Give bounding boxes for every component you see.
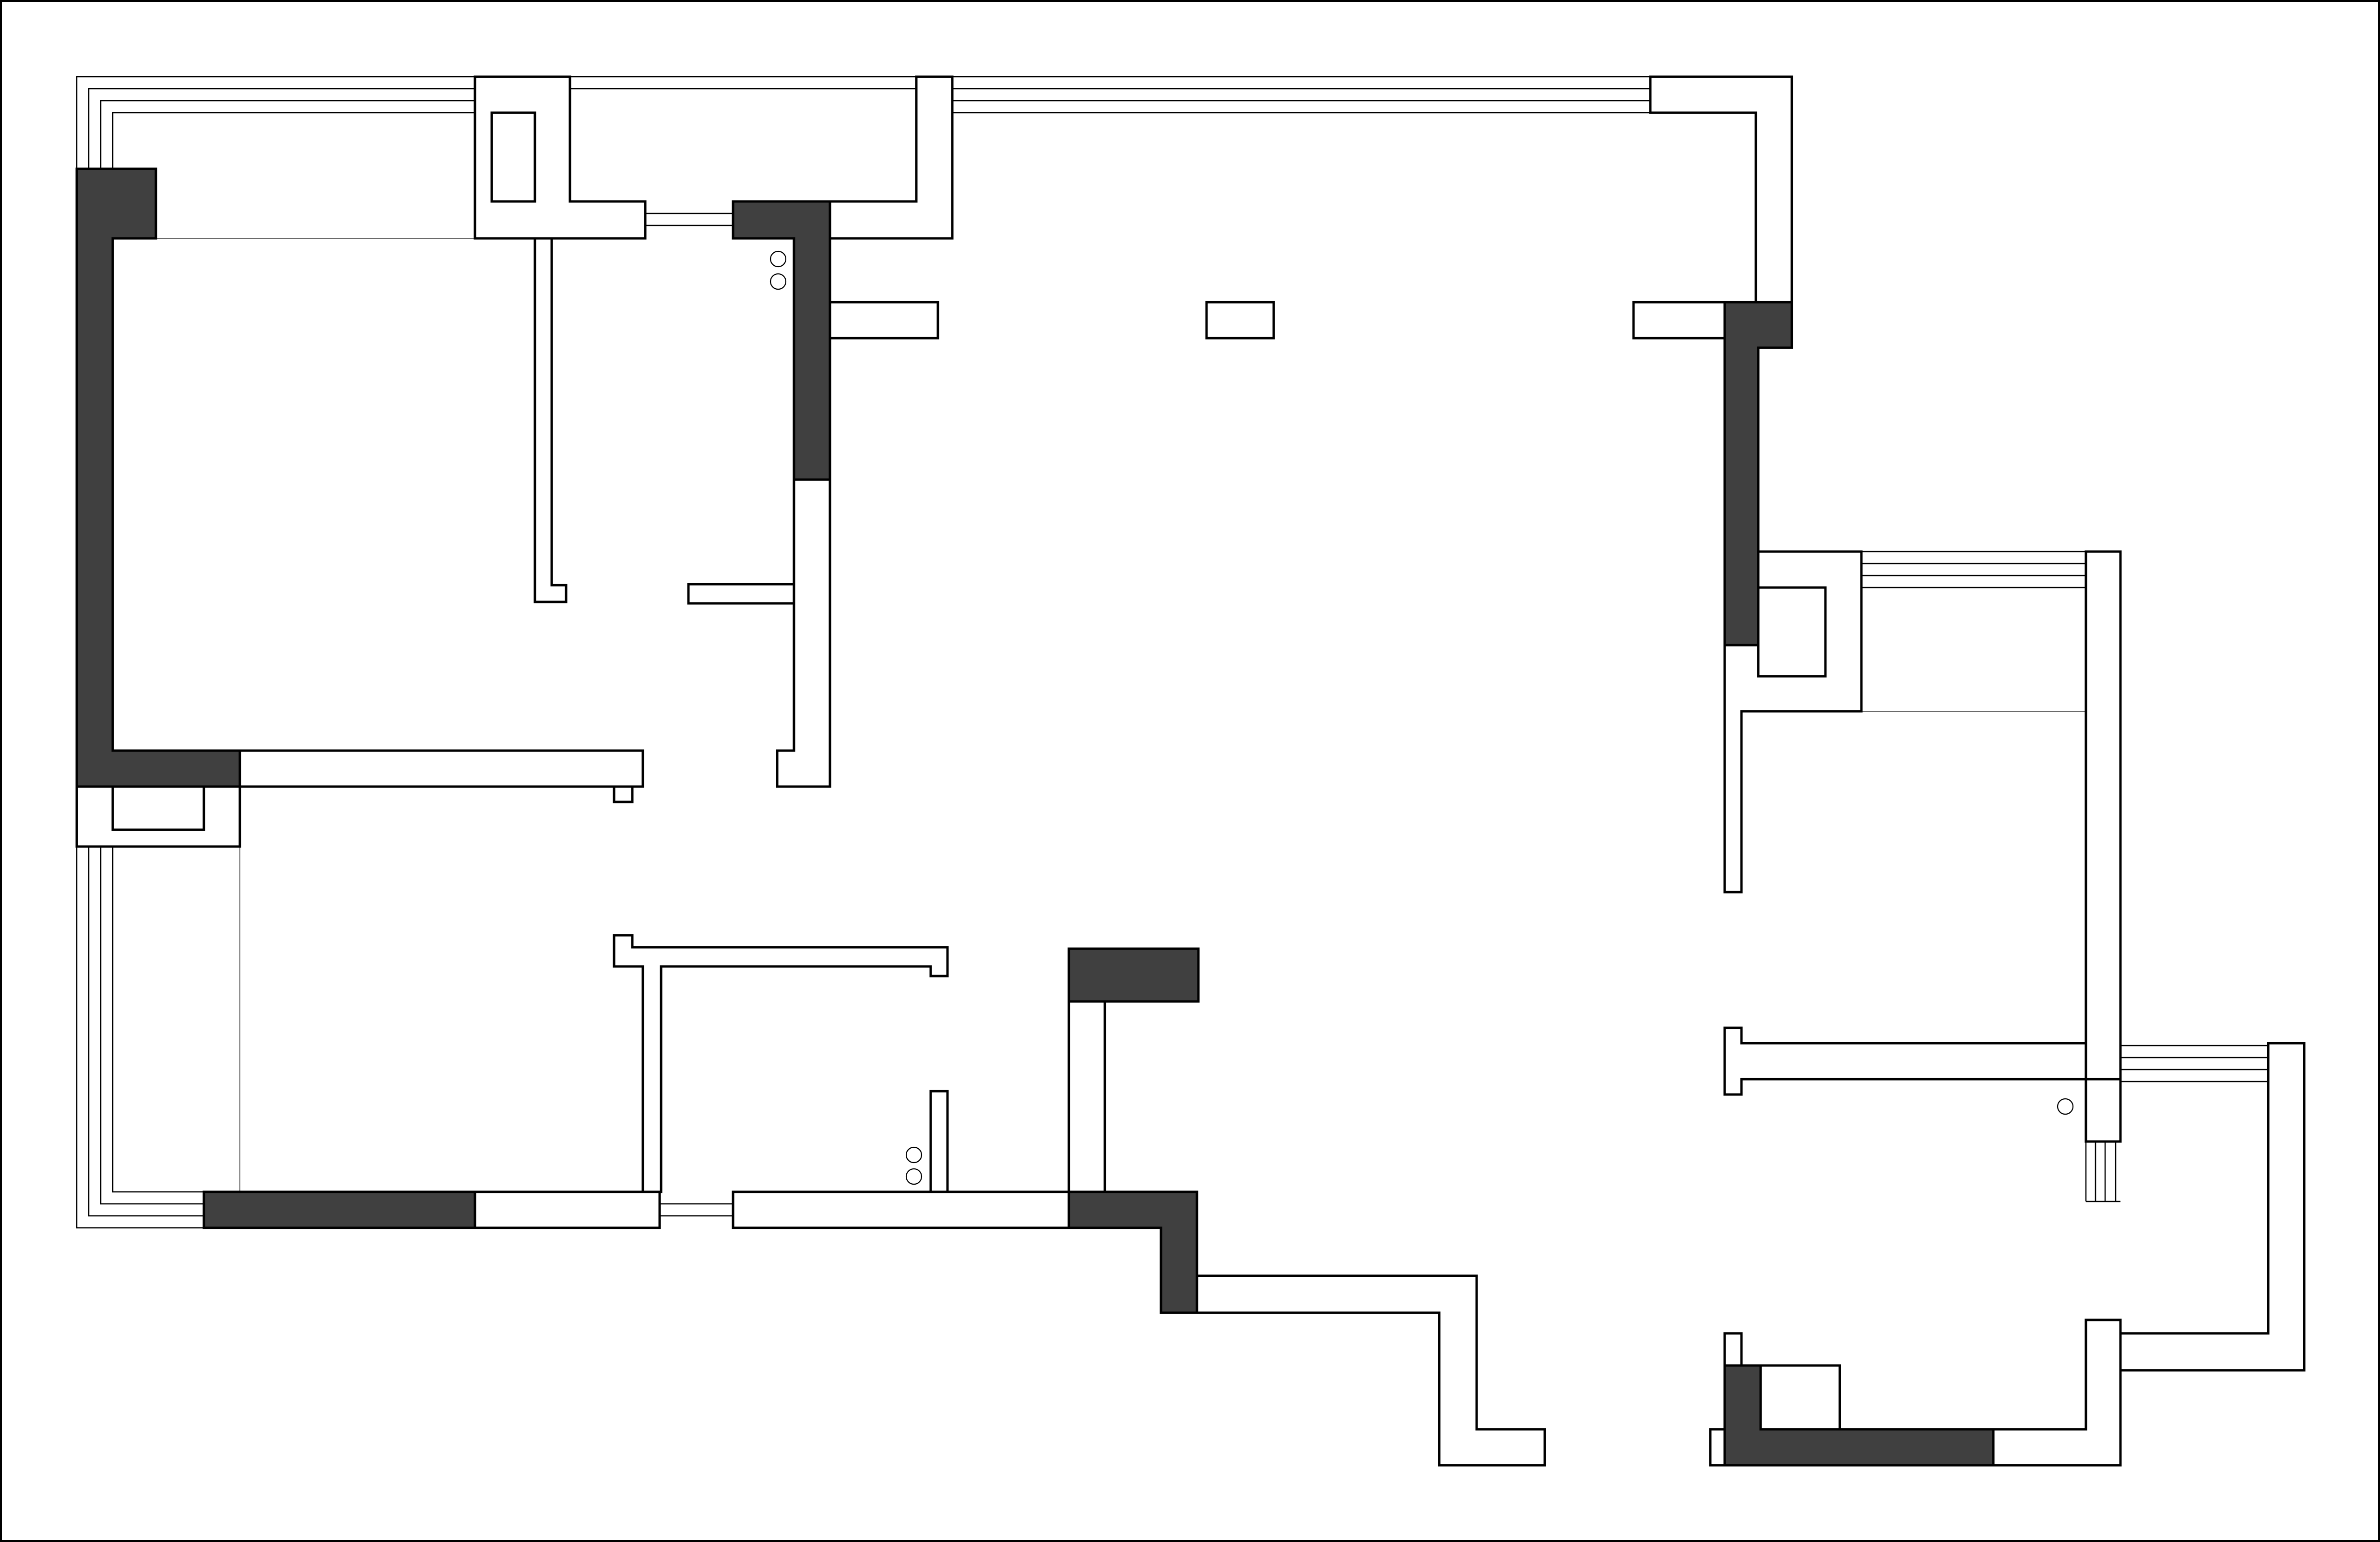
- pipe-icon: [905, 1168, 923, 1185]
- wall-nib-3: [1632, 301, 1726, 340]
- wall-nib-1: [829, 301, 939, 340]
- wall-bottom-2: [732, 1190, 1070, 1229]
- struct-center-block: [1067, 947, 1200, 1003]
- pipe-icon: [770, 273, 787, 290]
- window-top-small: [645, 212, 733, 226]
- struct-bottom-left: [202, 1190, 476, 1229]
- windows: [76, 76, 2268, 1229]
- wall-horizontal-left: [238, 749, 644, 788]
- closet-box: [490, 111, 536, 203]
- wall-inner-stub: [929, 1090, 949, 1193]
- thin-lines: [156, 238, 2086, 1192]
- struct-top-middle: [732, 200, 831, 481]
- pipe-icon: [770, 250, 787, 268]
- window-top-middle: [570, 76, 916, 90]
- struct-bottom-right: [1723, 1364, 1995, 1467]
- window-bottom-left: [76, 847, 204, 1229]
- wall-stepped: [1196, 1274, 1546, 1467]
- wall-lower-right-tab: [1723, 1332, 1743, 1367]
- window-stub-right: [2085, 1142, 2120, 1202]
- wall-right-vertical: [2084, 550, 2122, 1143]
- pipe-icon: [905, 1146, 923, 1164]
- window-top-right: [952, 76, 1650, 114]
- window-right-room: [1861, 551, 2086, 589]
- pipe-icon: [2057, 1098, 2074, 1115]
- struct-right-column: [1723, 301, 1793, 647]
- pipes: [770, 250, 2074, 1185]
- window-lower-right: [2120, 1045, 2268, 1083]
- wall-shelf: [687, 583, 795, 605]
- wall-tab: [613, 785, 634, 803]
- struct-left-column: [75, 167, 241, 788]
- struct-bottom-center: [1067, 1190, 1198, 1314]
- wall-right-stub: [2084, 1078, 2122, 1143]
- right-room-box: [1757, 586, 1827, 678]
- wall-inner-hall: [613, 934, 949, 1193]
- wall-column-stub: [1067, 1000, 1106, 1193]
- wall-thin-vertical: [533, 237, 568, 603]
- window-bottom-middle: [660, 1203, 733, 1217]
- structural-walls: [75, 167, 1995, 1467]
- wall-nib-2: [1205, 301, 1275, 340]
- window-top-left: [76, 76, 475, 169]
- wall-bottom-1: [474, 1190, 661, 1229]
- left-lower-box: [111, 785, 205, 831]
